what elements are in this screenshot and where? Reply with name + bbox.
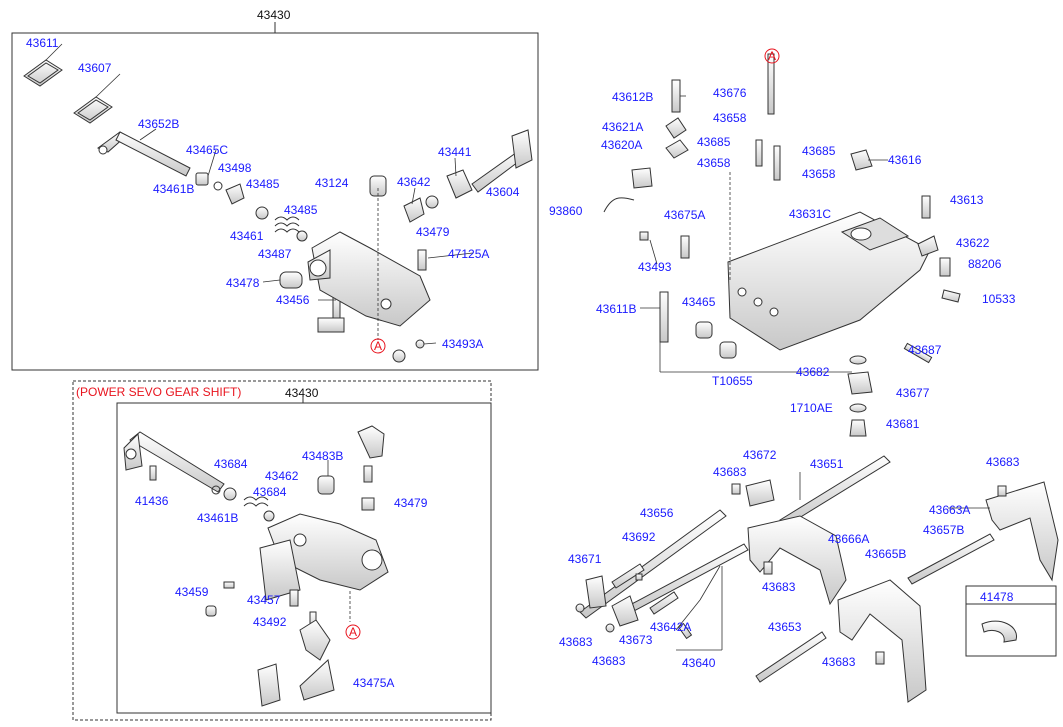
part-label: 43651: [810, 457, 844, 471]
fork-rod-parts: [575, 455, 1059, 703]
part-label: 43673: [619, 633, 653, 647]
part-label: 93860: [549, 204, 583, 218]
part-label: 43631C: [789, 207, 832, 221]
leader-lines: [45, 43, 990, 651]
part-label: 88206: [968, 257, 1002, 271]
part-label: 43683: [822, 655, 856, 669]
part-label: 43683: [986, 455, 1020, 469]
part-label: 43498: [218, 161, 252, 175]
part-label: 43611: [26, 36, 59, 50]
part-label: 43461: [230, 229, 264, 243]
small-parts-main: [195, 129, 533, 363]
part-label: 43461B: [153, 182, 195, 196]
assembly-frame-main: [11, 32, 539, 371]
part-label: 43657B: [923, 523, 965, 537]
part-label: 43485: [246, 177, 280, 191]
part-label: 43604: [486, 185, 520, 199]
part-label: 43676: [713, 86, 747, 100]
part-label: 43671: [568, 552, 602, 566]
part-label: 43658: [697, 156, 731, 170]
part-label: 43459: [175, 585, 209, 599]
part-label: 43683: [559, 635, 593, 649]
part-label: 43492: [253, 615, 287, 629]
part-label: 43478: [226, 276, 260, 290]
reference-marker-A-label-2: A: [768, 49, 777, 63]
part-label: 43479: [416, 225, 450, 239]
part-label: 10533: [982, 292, 1016, 306]
detail-box-41478: [965, 585, 1057, 657]
part-label: 43621A: [602, 120, 644, 134]
part-label: 43683: [762, 580, 796, 594]
part-label: 43681: [886, 417, 920, 431]
part-label: 43456: [276, 293, 310, 307]
housing-small-parts: [603, 53, 961, 437]
part-label: 43658: [713, 111, 747, 125]
part-label: 43479: [394, 496, 428, 510]
part-label: 43493A: [442, 337, 484, 351]
part-label: 43665B: [865, 547, 907, 561]
part-label: 43124: [315, 176, 349, 190]
part-label: 43652B: [138, 117, 180, 131]
part-label: 43687: [908, 343, 942, 357]
part-label: 43653: [768, 620, 802, 634]
part-label: 41436: [135, 494, 169, 508]
part-label: 43683: [592, 654, 626, 668]
part-label: 43658: [802, 167, 836, 181]
part-label: 43675A: [664, 208, 706, 222]
part-label: 43682: [796, 365, 830, 379]
part-label: 43683: [713, 465, 747, 479]
part-label: T10655: [712, 374, 753, 388]
part-label: 47125A: [448, 247, 490, 261]
reference-marker-A-label-1: A: [374, 339, 383, 353]
reference-marker-A: [345, 48, 780, 640]
part-label: 43487: [258, 247, 292, 261]
part-label: 43611B: [596, 302, 637, 316]
part-label: 43685: [802, 144, 836, 158]
part-label: 43640: [682, 656, 716, 670]
part-label: 43612B: [612, 90, 654, 104]
power-servo-parts: [123, 425, 389, 707]
shift-housing-main: [307, 231, 431, 327]
part-label: 43465C: [186, 143, 229, 157]
part-label: 43607: [78, 61, 112, 75]
part-label: 43493: [638, 260, 672, 274]
part-label: 43475A: [353, 676, 395, 690]
part-label: 43441: [438, 145, 472, 159]
shift-lever-43652B: [96, 131, 191, 177]
part-label: 43457: [247, 593, 281, 607]
power-servo-title: (POWER SEVO GEAR SHIFT): [76, 385, 242, 399]
part-label: 43642: [397, 175, 431, 189]
assembly-label-power-servo: 43430: [285, 386, 319, 400]
part-label: 43656: [640, 506, 674, 520]
part-label: 43672: [743, 448, 777, 462]
part-label: 43677: [896, 386, 930, 400]
cover-housing-43631C: [727, 211, 931, 351]
part-label: 43684: [253, 485, 287, 499]
part-label: 1710AE: [790, 401, 833, 415]
part-label: 43483B: [302, 449, 344, 463]
part-label: 43642A: [650, 620, 692, 634]
part-label: 43685: [697, 135, 731, 149]
part-label: 43462: [265, 469, 299, 483]
part-label: 43684: [214, 457, 248, 471]
reference-marker-A-label-3: A: [349, 625, 358, 639]
part-label: 43616: [888, 153, 922, 167]
part-label: 41478: [980, 590, 1014, 604]
part-label: 43666A: [828, 532, 870, 546]
gaskets-43611-43607: [23, 59, 113, 124]
assembly-label-main: 43430: [257, 8, 291, 22]
part-label: 43613: [950, 193, 984, 207]
part-label: 43461B: [197, 511, 239, 525]
part-label: 43622: [956, 236, 990, 250]
assembly-frame-power-servo-inner: [116, 402, 492, 714]
part-label: 43465: [682, 295, 716, 309]
part-label: 43620A: [601, 138, 643, 152]
part-label: 43485: [284, 203, 318, 217]
part-label: 43663A: [929, 503, 971, 517]
part-label: 43692: [622, 530, 656, 544]
